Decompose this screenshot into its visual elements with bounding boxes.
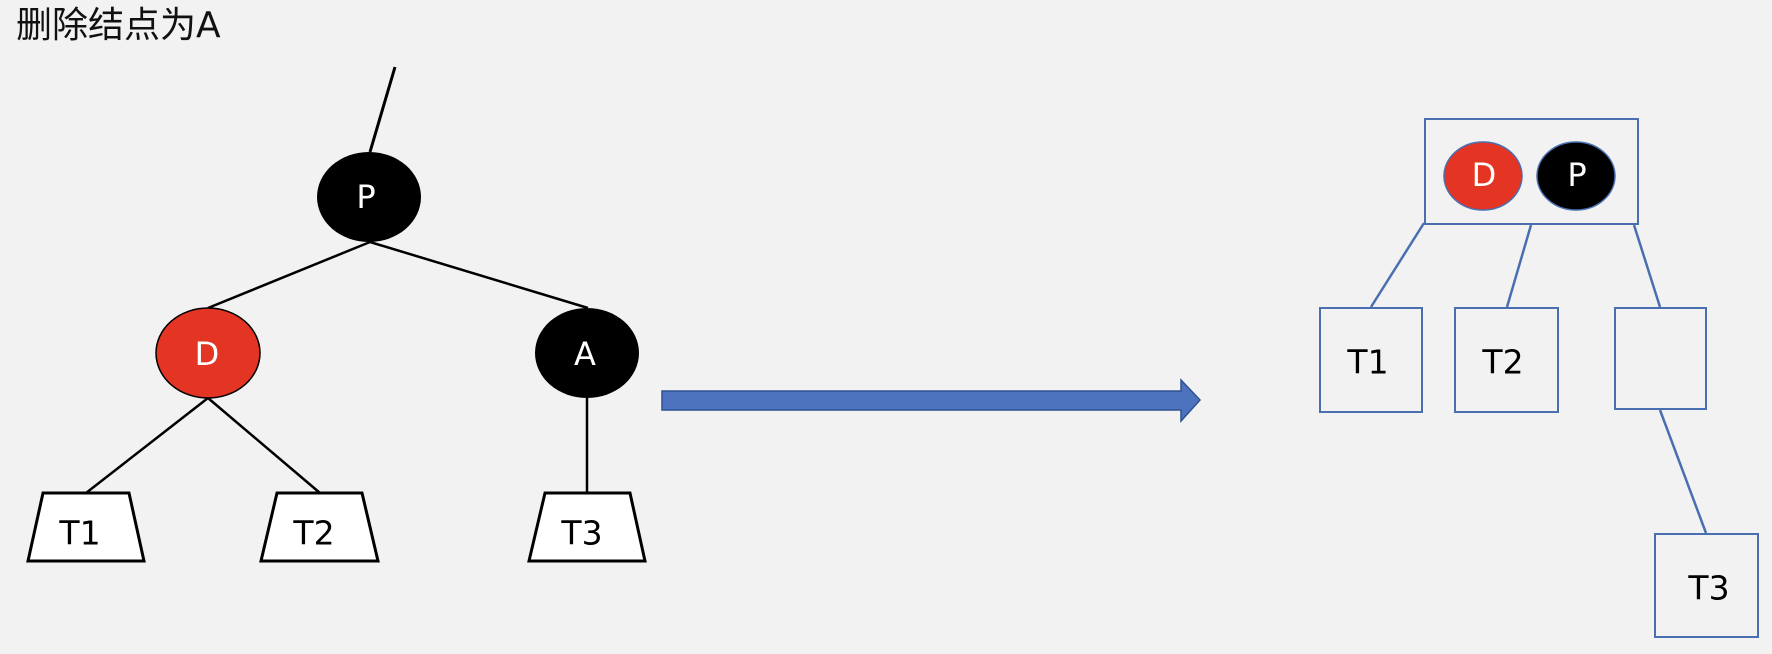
merged-node-d-label: D [1472,156,1497,194]
subtree-t3-label: T3 [560,514,602,553]
node-p-label: P [356,178,375,216]
child-t2: T2 [1454,307,1559,413]
before-tree: P D A T1 T2 T3 [26,66,647,563]
child-t1: T1 [1319,307,1423,413]
edge-d-to-t1 [85,397,209,494]
node-d-label: D [195,335,220,373]
edge-p-to-d [207,240,371,310]
edge-p-to-a [369,240,589,310]
edge-merged-to-empty [1632,224,1662,308]
grandchild-t3-label: T3 [1687,569,1729,608]
edge-merged-to-t1 [1369,222,1426,308]
subtree-t1: T1 [26,491,146,563]
edge-root-parent-to-p [368,66,397,153]
node-a-label: A [574,335,596,373]
subtree-t2: T2 [259,491,380,563]
merged-node: D P [1424,118,1639,225]
child-t2-label: T2 [1481,343,1523,382]
node-p: P [317,152,421,242]
subtree-t1-label: T1 [58,514,100,553]
grandchild-t3: T3 [1654,533,1759,638]
transition-arrow [661,378,1202,423]
edge-d-to-t2 [207,397,321,494]
edge-merged-to-t2 [1505,224,1533,308]
subtree-t3: T3 [527,491,647,563]
node-d: D [155,307,261,399]
page-title: 删除结点为A [16,5,221,46]
merged-node-d: D [1443,141,1523,211]
after-tree: D P T1 T2 T3 [1319,118,1759,638]
child-t1-label: T1 [1346,343,1388,382]
subtree-t2-label: T2 [292,514,334,553]
edge-empty-to-t3 [1658,409,1708,534]
right-arrow-icon [661,378,1202,423]
merged-node-p: P [1536,141,1616,211]
child-empty [1614,307,1707,410]
node-a: A [535,308,639,398]
merged-node-p-label: P [1567,156,1586,194]
